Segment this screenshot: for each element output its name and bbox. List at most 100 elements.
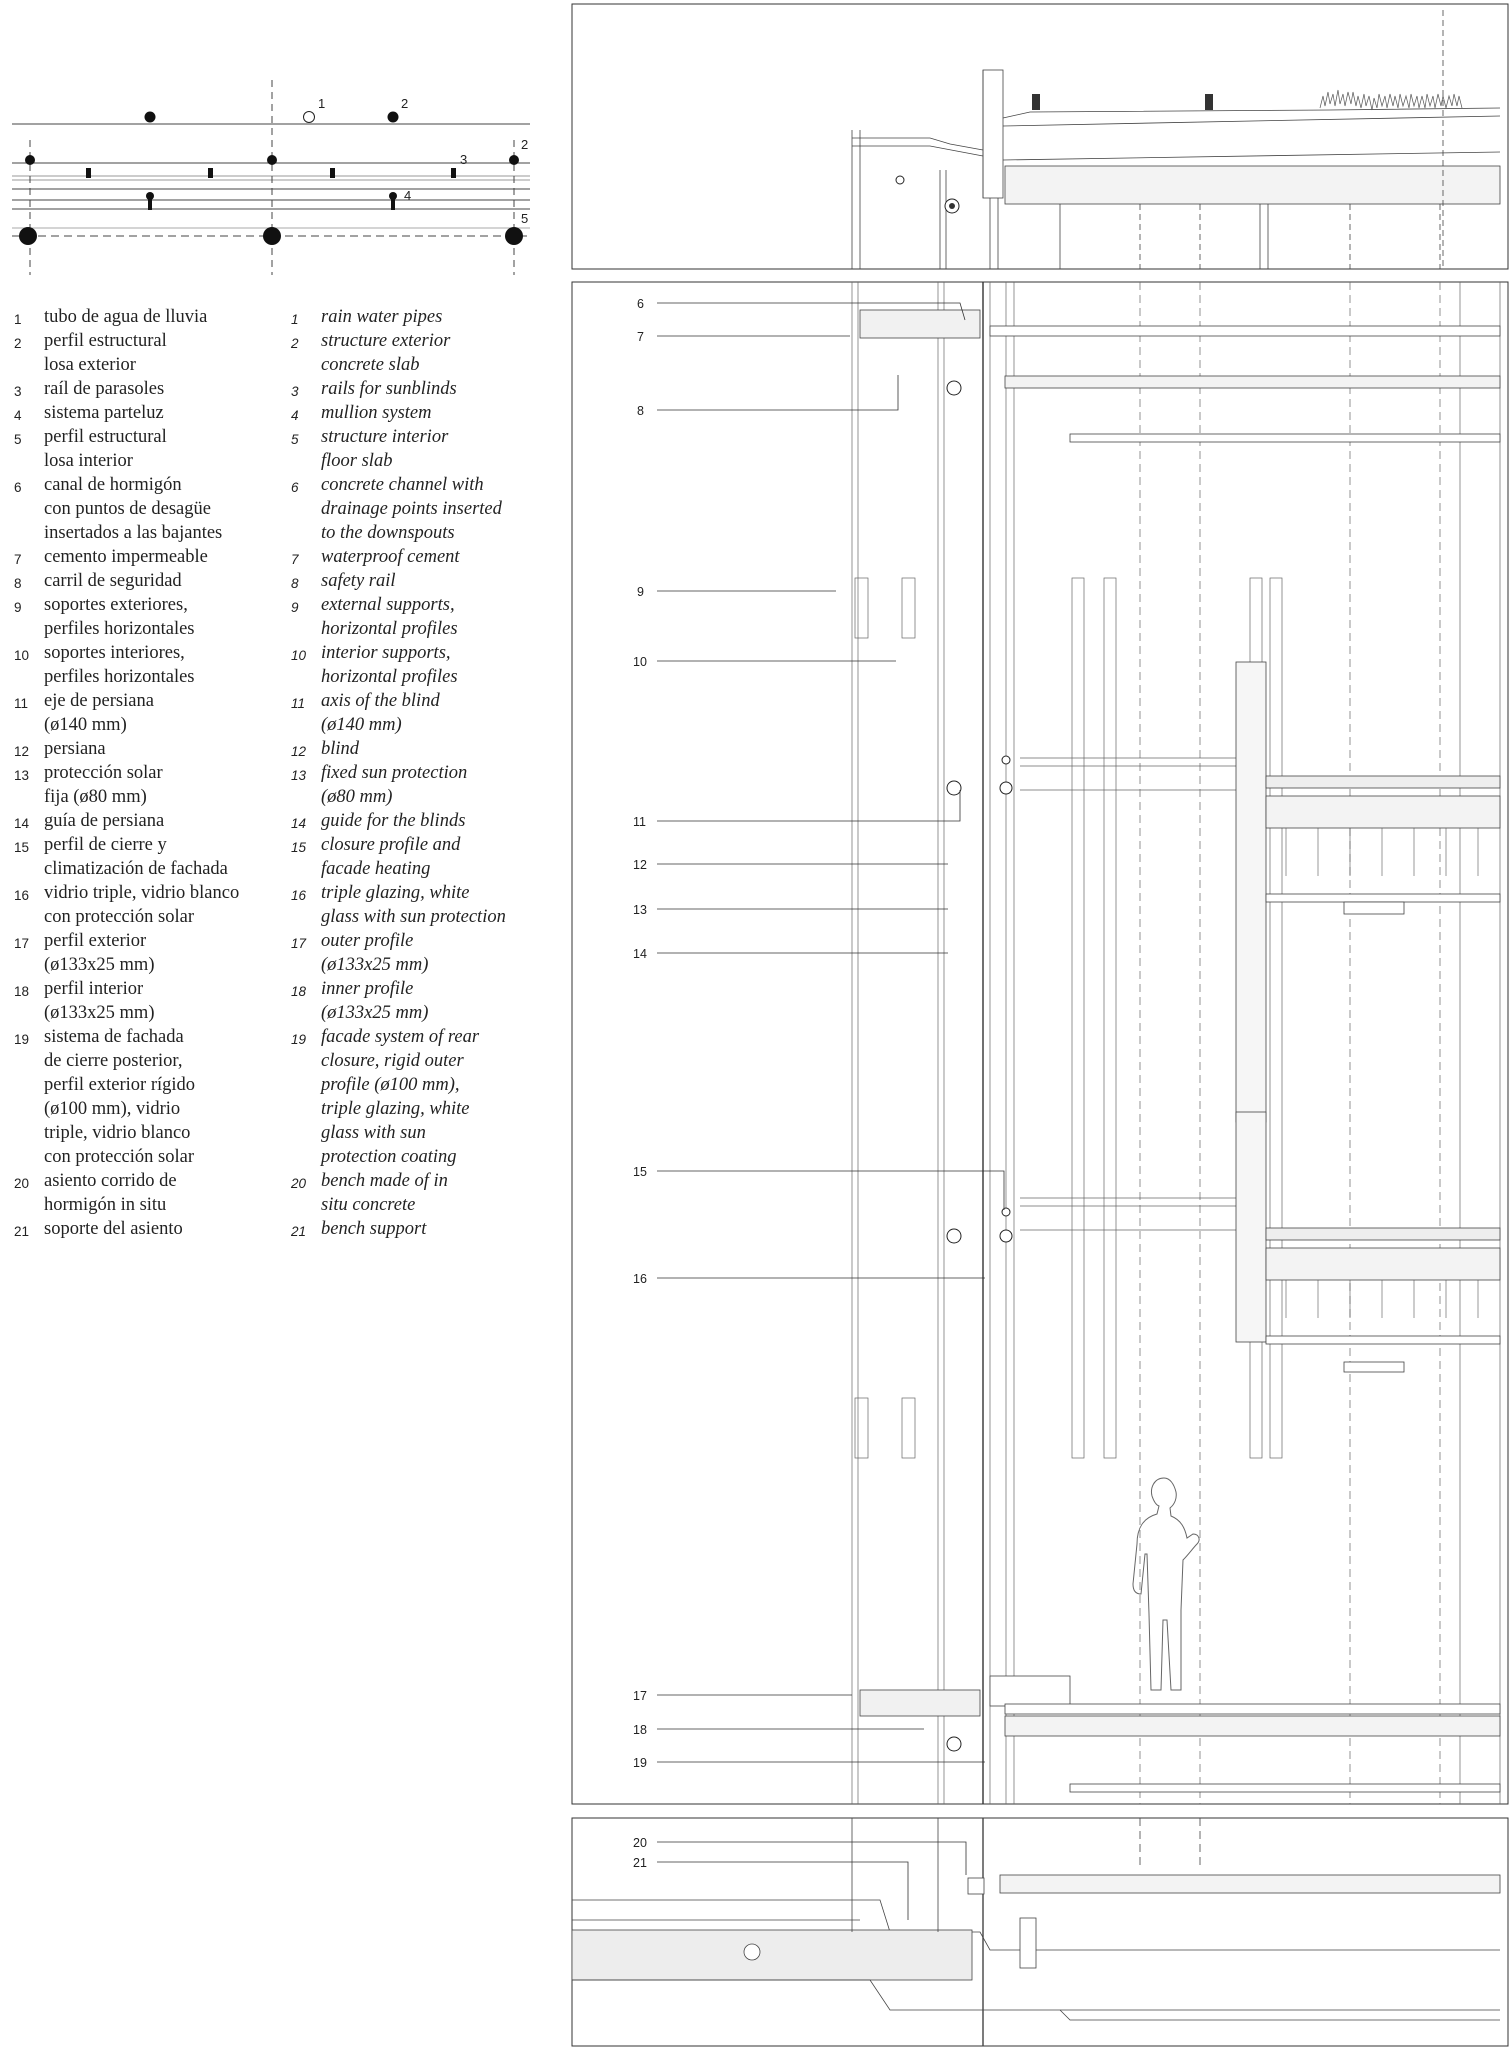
legend-text: persiana [44,739,106,759]
human-scale-figure-icon [1132,1477,1200,1691]
legend-number: 3 [14,384,22,399]
legend-text: carril de seguridad [44,571,182,591]
legend-text: concrete channel with drainage points in… [321,475,502,543]
legend-number: 1 [14,312,22,327]
legend-text: interior supports, horizontal profiles [321,643,458,687]
legend-item: 12 blind [291,737,581,764]
legend-number: 20 [14,1176,30,1191]
legend-number: 5 [14,432,22,447]
legend-number: 4 [14,408,22,423]
legend-text: raíl de parasoles [44,379,165,399]
legend-number: 14 [291,816,307,831]
legend-item: 6 concrete channel with drainage points i… [291,473,581,545]
legend-number: 21 [291,1224,307,1239]
legend-text: eje de persiana (ø140 mm) [44,691,154,735]
legend-number: 15 [14,840,30,855]
plan-callout: 2 [521,137,528,152]
section-callout: 12 [633,858,647,872]
legend-number: 16 [291,888,307,903]
legend-text: inner profile (ø133x25 mm) [321,979,429,1023]
section-callout: 20 [633,1836,647,1850]
legend-text: structure exterior concrete slab [321,331,451,375]
legend-number: 18 [291,984,307,999]
section-callout: 7 [637,330,644,344]
legend-number: 2 [14,336,22,351]
legend-item: 20 bench made of in situ concrete [291,1169,581,1217]
section-callout: 14 [633,947,647,961]
legend-number: 5 [291,432,299,447]
legend-item: 13 fixed sun protection (ø80 mm) [291,761,581,809]
legend-number: 9 [14,600,22,615]
elevation-section-panel [571,281,1509,1805]
section-callout: 15 [633,1165,647,1179]
legend-number: 6 [291,480,299,495]
legend-item: 10 soportes interiores, perfiles horizont… [14,641,289,689]
legend-number: 17 [14,936,30,951]
section-callout: 6 [637,297,644,311]
legend-number: 7 [291,552,299,567]
legend-text: safety rail [321,571,396,591]
legend-text: perfil estructural losa exterior [44,331,167,375]
plan-callout: 3 [460,152,467,167]
legend-text: facade system of rear closure, rigid out… [321,1027,480,1167]
legend-text: rain water pipes [321,307,443,327]
legend-text: perfil de cierre y climatización de fach… [44,835,228,879]
plan-callout: 4 [404,188,411,203]
legend-number: 7 [14,552,22,567]
legend-number: 19 [291,1032,307,1047]
legend-text: bench support [321,1219,427,1239]
legend-text: bench made of in situ concrete [321,1171,448,1215]
legend-text: mullion system [321,403,432,423]
legend-item: 5 perfil estructural losa interior [14,425,289,473]
legend-text: blind [321,739,360,759]
legend-text: perfil estructural losa interior [44,427,167,471]
legend-text: soportes interiores, perfiles horizontal… [44,643,195,687]
legend-text: tubo de agua de lluvia [44,307,208,327]
legend-number: 9 [291,600,299,615]
legend-item: 1 tubo de agua de lluvia [14,305,289,332]
legend-number: 21 [14,1224,30,1239]
legend-text: rails for sunblinds [321,379,457,399]
section-callout: 10 [633,655,647,669]
legend-number: 17 [291,936,307,951]
section-callout: 19 [633,1756,647,1770]
legend-text: vidrio triple, vidrio blanco con protecc… [44,883,240,927]
section-callout: 16 [633,1272,647,1286]
plan-callout: 2 [401,96,408,111]
legend-number: 12 [291,744,307,759]
legend-text: perfil interior (ø133x25 mm) [44,979,155,1023]
legend-text: waterproof cement [321,547,460,567]
legend-number: 10 [14,648,30,663]
legend-item: 17 outer profile (ø133x25 mm) [291,929,581,977]
plan-callout: 5 [521,211,528,226]
legend-text: fixed sun protection (ø80 mm) [321,763,468,807]
legend-number: 15 [291,840,307,855]
legend-item: 9 external supports, horizontal profiles [291,593,581,641]
legend-number: 13 [291,768,307,783]
legend-text: external supports, horizontal profiles [321,595,458,639]
section-callout: 18 [633,1723,647,1737]
legend-item: 19 facade system of rear closure, rigid o… [291,1025,581,1169]
legend-number: 18 [14,984,30,999]
legend-text: outer profile (ø133x25 mm) [321,931,429,975]
plan-callout: 1 [318,96,325,111]
legend-item: 21 bench support [291,1217,581,1244]
legend-number: 20 [291,1176,307,1191]
